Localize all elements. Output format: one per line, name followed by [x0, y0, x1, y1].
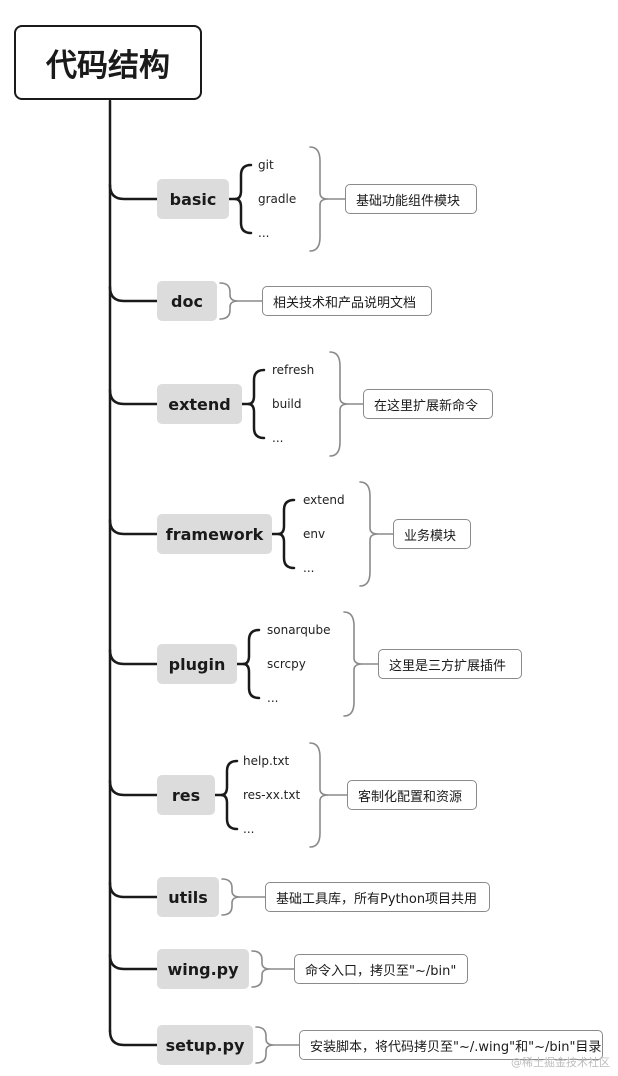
branch-node: extend	[157, 384, 242, 424]
branch-connector	[108, 388, 159, 406]
branch-node: setup.py	[157, 1025, 253, 1065]
root-title: 代码结构	[14, 25, 202, 100]
summary-note: 相关技术和产品说明文档	[262, 286, 432, 316]
child-item: ...	[267, 691, 279, 705]
summary-note: 这里是三方扩展插件	[378, 649, 522, 679]
child-item: build	[272, 397, 302, 411]
summary-note: 客制化配置和资源	[347, 780, 477, 810]
child-item: ...	[272, 431, 284, 445]
summary-bracket	[309, 742, 329, 848]
summary-note: 基础功能组件模块	[345, 184, 477, 214]
summary-note: 业务模块	[393, 519, 471, 549]
branch-connector	[108, 285, 159, 303]
child-item: help.txt	[243, 754, 290, 768]
child-bracket	[220, 759, 239, 831]
summary-bracket	[221, 878, 241, 916]
child-item: ...	[303, 561, 315, 575]
child-item: scrcpy	[267, 657, 306, 671]
branch-node: basic	[157, 179, 229, 219]
child-item: refresh	[272, 363, 315, 377]
summary-note: 在这里扩展新命令	[363, 389, 493, 419]
summary-bracket	[219, 282, 239, 320]
summary-bracket	[359, 481, 379, 587]
child-bracket	[277, 498, 296, 570]
child-item: sonarqube	[267, 623, 331, 637]
branch-node: utils	[157, 877, 219, 917]
branch-node: res	[157, 775, 215, 815]
child-item: ...	[258, 226, 270, 240]
summary-bracket	[255, 1026, 275, 1064]
child-item: git	[258, 158, 274, 172]
child-item: gradle	[258, 192, 297, 206]
child-item: ...	[243, 822, 255, 836]
branch-connector	[108, 1029, 159, 1047]
branch-connector	[108, 779, 159, 797]
watermark: @稀土掘金技术社区	[511, 1056, 610, 1069]
branch-node: wing.py	[157, 949, 249, 989]
summary-bracket	[309, 146, 329, 252]
branch-node: doc	[157, 281, 217, 321]
branch-connector	[108, 881, 159, 899]
summary-note: 命令入口，拷贝至"~/bin"	[294, 954, 468, 984]
child-item: extend	[303, 493, 345, 507]
branch-connector	[108, 648, 159, 666]
branch-connector	[108, 183, 159, 201]
summary-note: 基础工具库，所有Python项目共用	[265, 882, 490, 912]
child-bracket	[234, 163, 253, 235]
summary-note: 安装脚本，将代码拷贝至"~/.wing"和"~/bin"目录	[299, 1030, 603, 1060]
child-bracket	[242, 628, 261, 700]
summary-bracket	[251, 950, 271, 988]
branch-connector	[108, 518, 159, 536]
branch-node: framework	[157, 514, 272, 554]
child-item: res-xx.txt	[243, 788, 301, 802]
child-item: env	[303, 527, 326, 541]
branch-connector	[108, 953, 159, 971]
child-bracket	[247, 368, 266, 440]
summary-bracket	[329, 351, 349, 457]
branch-node: plugin	[157, 644, 237, 684]
summary-bracket	[343, 611, 363, 717]
